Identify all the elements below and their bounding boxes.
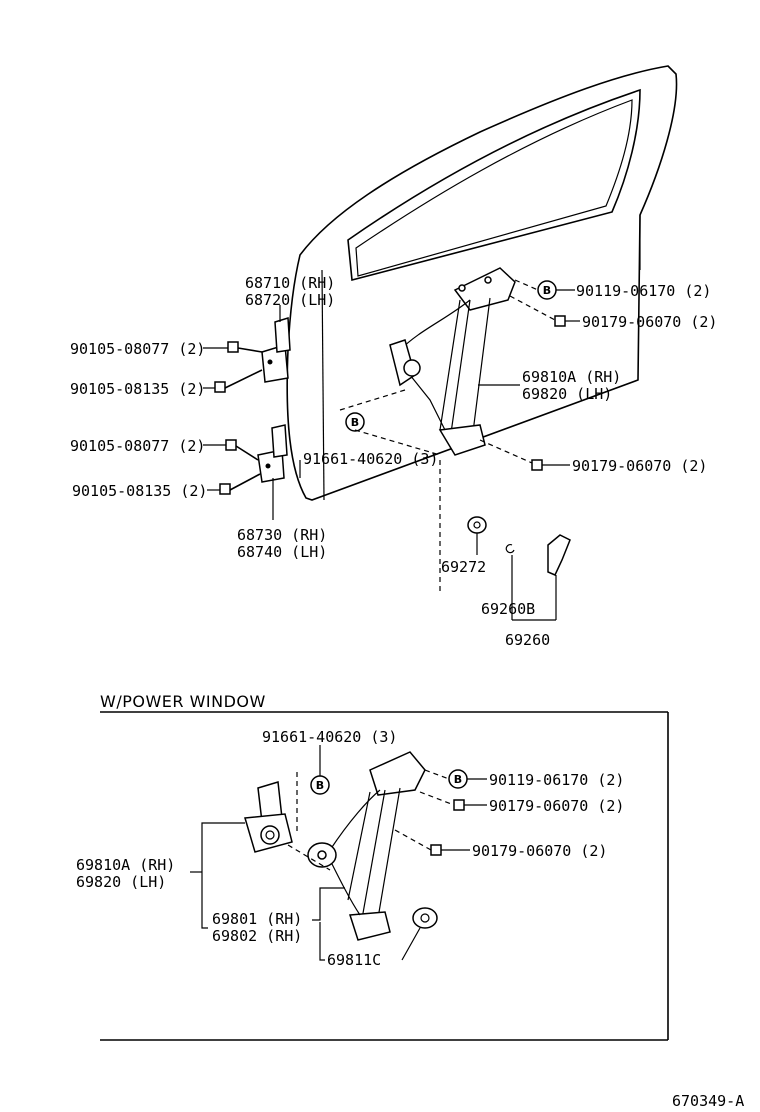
label-68710: 68710 (RH)	[245, 274, 335, 292]
label-90105-08135-b: 90105-08135 (2)	[72, 482, 207, 500]
upper-hinge	[261, 317, 291, 383]
washer-69811C	[412, 907, 438, 929]
nut-icon	[554, 315, 566, 327]
svg-text:B: B	[316, 779, 324, 792]
washer-69272	[467, 516, 487, 534]
nut-icon	[453, 799, 465, 811]
window-regulator-power	[307, 751, 426, 941]
label-91661-top: 91661-40620 (3)	[303, 450, 438, 468]
power-window-section-frame: W/POWER WINDOW	[100, 692, 669, 1041]
bolt-icon	[214, 369, 263, 393]
door-panel	[286, 65, 678, 501]
part-labels: 68710 (RH) 68720 (LH) 90105-08077 (2) 90…	[70, 274, 717, 969]
label-90119-pw: 90119-06170 (2)	[489, 771, 624, 789]
nut-icon	[531, 459, 543, 471]
label-90179-mid: 90179-06070 (2)	[572, 457, 707, 475]
label-90179-pw2: 90179-06070 (2)	[472, 842, 607, 860]
label-90179-top: 90179-06070 (2)	[582, 313, 717, 331]
figure-code: 670349-A	[672, 1092, 744, 1110]
label-90179-pw1: 90179-06070 (2)	[489, 797, 624, 815]
label-69810a-pw: 69810A (RH)	[76, 856, 175, 874]
label-69820-top: 69820 (LH)	[522, 385, 612, 403]
section-title: W/POWER WINDOW	[100, 692, 266, 711]
label-90119-top: 90119-06170 (2)	[576, 282, 711, 300]
bolt-icon	[227, 341, 263, 353]
bolt-icon	[225, 439, 259, 461]
nut-icon	[430, 844, 442, 856]
label-69801: 69801 (RH)	[212, 910, 302, 928]
bolt-icon	[219, 473, 261, 495]
lower-hinge	[257, 424, 288, 483]
label-68730: 68730 (RH)	[237, 526, 327, 544]
label-68740: 68740 (LH)	[237, 543, 327, 561]
label-91661-pw: 91661-40620 (3)	[262, 728, 397, 746]
callout-b-pw-right: B	[448, 769, 468, 789]
label-90105-08077-b: 90105-08077 (2)	[70, 437, 205, 455]
svg-text:B: B	[351, 416, 359, 429]
handle-69260	[547, 534, 571, 576]
label-69260: 69260	[505, 631, 550, 649]
svg-text:B: B	[543, 284, 551, 297]
callout-b-top-right: B	[537, 280, 557, 300]
callout-b-pw-left: B	[310, 775, 330, 795]
label-90105-08135-a: 90105-08135 (2)	[70, 380, 205, 398]
clip-69260B	[505, 544, 515, 554]
label-69260b: 69260B	[481, 600, 535, 618]
callout-b-top-left: B	[345, 412, 365, 432]
svg-text:B: B	[454, 773, 462, 786]
label-69802: 69802 (RH)	[212, 927, 302, 945]
label-69272: 69272	[441, 558, 486, 576]
label-90105-08077-a: 90105-08077 (2)	[70, 340, 205, 358]
label-69820-pw: 69820 (LH)	[76, 873, 166, 891]
label-68720: 68720 (LH)	[245, 291, 335, 309]
window-motor	[244, 781, 293, 853]
window-regulator-upper	[389, 267, 516, 456]
label-69811c: 69811C	[327, 951, 381, 969]
leader-lines	[190, 279, 580, 961]
label-69810a-top: 69810A (RH)	[522, 368, 621, 386]
